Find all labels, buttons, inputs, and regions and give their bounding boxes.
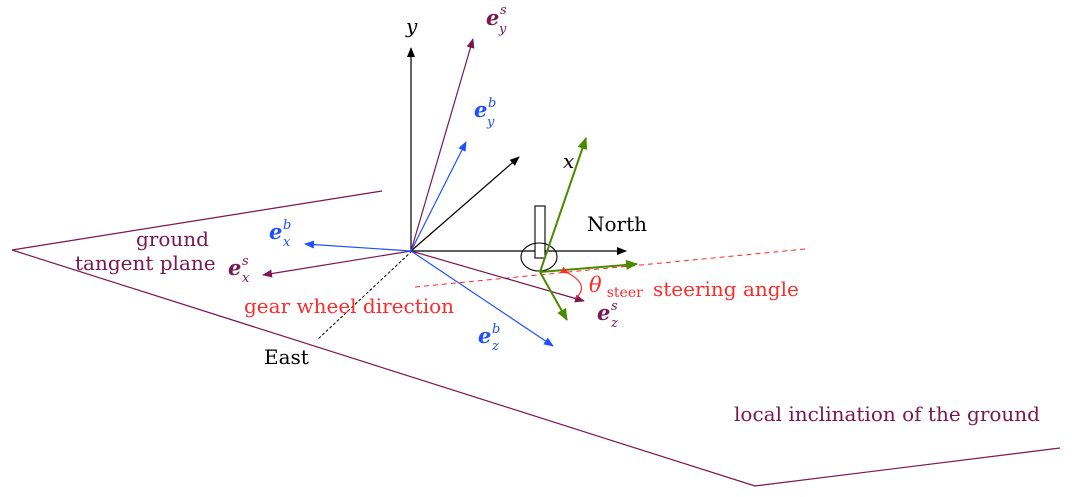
e-y-b-label: e b y xyxy=(474,92,501,130)
ground-tangent-plane xyxy=(11,190,1061,487)
e-y-s-arrow xyxy=(410,38,475,252)
green-forward-arrow xyxy=(539,259,638,273)
e-x-s-label: e s x xyxy=(228,250,254,286)
tangent-plane-label: tangent plane xyxy=(75,251,216,275)
ground-label: ground xyxy=(136,227,209,251)
e-x-b-label: e b x xyxy=(269,214,296,250)
gear-wheel-ellipse xyxy=(520,242,558,272)
gear-wheel-direction-label: gear wheel direction xyxy=(244,294,454,318)
gear-strut-rect xyxy=(534,205,546,259)
north-label: North xyxy=(587,212,647,236)
e-y-s-label: e s y xyxy=(486,0,512,37)
east-label: East xyxy=(264,345,309,369)
e-z-s-arrow xyxy=(410,250,585,303)
y-axis-label: y xyxy=(405,14,418,38)
east-dashed-line xyxy=(316,250,413,341)
green-x-arrow xyxy=(539,137,588,273)
x-axis-label: x xyxy=(563,149,574,173)
steering-angle-label: steering angle xyxy=(653,277,799,301)
e-z-b-label: e b z xyxy=(478,318,505,354)
e-x-s-arrow xyxy=(262,250,412,278)
theta-steer-label: θ steer xyxy=(589,273,643,301)
diagonal-axis-arrow xyxy=(410,156,520,252)
steering-angle-arc xyxy=(560,266,583,299)
green-down-arrow xyxy=(539,271,568,321)
local-inclination-label: local inclination of the ground xyxy=(734,402,1040,426)
gear-wheel-direction-line xyxy=(414,248,806,288)
e-y-b-arrow xyxy=(410,141,467,252)
e-x-b-arrow xyxy=(304,240,412,252)
e-z-s-label: e s z xyxy=(597,295,623,331)
e-z-b-arrow xyxy=(410,250,554,347)
